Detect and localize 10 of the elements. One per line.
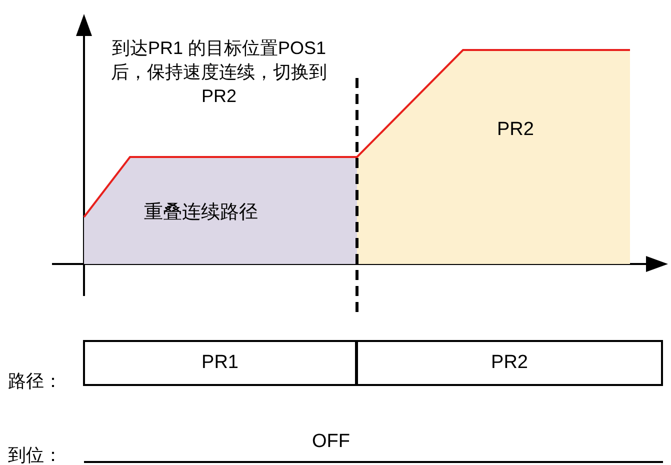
area-label: 重叠连续路径 — [144, 201, 258, 225]
segment-label: PR2 — [491, 350, 528, 375]
segment-label: PR1 — [202, 350, 238, 375]
area-label: PR2 — [497, 118, 534, 142]
row-label: 路径： — [8, 370, 62, 393]
path-segment-box — [83, 340, 357, 386]
path-segment-box — [356, 340, 663, 386]
annotation-text: 到达PR1 的目标位置POS1后，保持速度连续，切换到PR2 — [110, 37, 328, 108]
row-label: 到位： — [8, 444, 62, 465]
signal-state: OFF — [312, 430, 350, 454]
